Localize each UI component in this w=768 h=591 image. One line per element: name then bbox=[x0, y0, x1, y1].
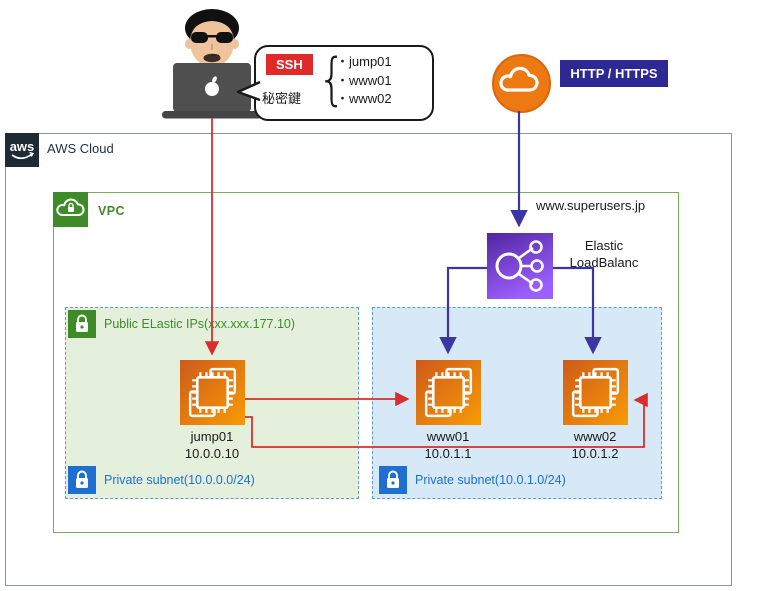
http-https-badge: HTTP / HTTPS bbox=[560, 60, 668, 87]
private-subnet-right-label: Private subnet(10.0.1.0/24) bbox=[415, 473, 566, 487]
key-item: ・jump01 bbox=[336, 54, 392, 69]
ec2-www01-icon bbox=[416, 360, 481, 425]
www02-label: www02 10.0.1.2 bbox=[535, 428, 655, 462]
elastic-load-balancer-icon bbox=[487, 233, 553, 299]
vpc-icon bbox=[53, 192, 88, 227]
ec2-jump01-icon bbox=[180, 360, 245, 425]
user-with-laptop-icon bbox=[160, 6, 265, 119]
aws-cloud-box bbox=[5, 133, 732, 586]
elb-label-line2: LoadBalanc bbox=[569, 255, 639, 270]
brace-glyph: { bbox=[317, 47, 347, 112]
instance-ip: 10.0.0.10 bbox=[184, 446, 240, 461]
aws-cloud-label: AWS Cloud bbox=[47, 141, 114, 156]
elb-label: Elastic LoadBalanc bbox=[552, 237, 656, 271]
public-elastic-ip-label: Public ELastic IPs(xxx.xxx.177.10) bbox=[104, 317, 296, 331]
ec2-www02-icon bbox=[563, 360, 628, 425]
lock-icon bbox=[379, 466, 407, 494]
vpc-box bbox=[53, 192, 679, 533]
instance-ip: 10.0.1.1 bbox=[424, 446, 472, 461]
aws-logo-icon: aws bbox=[5, 133, 39, 167]
private-subnet-left-label: Private subnet(10.0.0.0/24) bbox=[104, 473, 255, 487]
instance-name: www02 bbox=[573, 429, 617, 444]
jump01-label: jump01 10.0.0.10 bbox=[152, 428, 272, 462]
instance-name: jump01 bbox=[190, 429, 234, 444]
speech-bubble-tail bbox=[236, 80, 262, 104]
elb-label-line1: Elastic bbox=[584, 238, 624, 253]
domain-label: www.superusers.jp bbox=[536, 198, 646, 213]
key-list: ・jump01 ・www01 ・www02 bbox=[336, 53, 392, 109]
internet-cloud-icon bbox=[492, 54, 551, 113]
instance-ip: 10.0.1.2 bbox=[571, 446, 619, 461]
secret-key-label: 秘密鍵 bbox=[262, 91, 302, 106]
key-item: ・www02 bbox=[336, 91, 392, 106]
key-item: ・www01 bbox=[336, 72, 392, 88]
lock-icon bbox=[68, 310, 96, 338]
www01-label: www01 10.0.1.1 bbox=[388, 428, 508, 462]
vpc-label: VPC bbox=[98, 204, 125, 218]
aws-logo-text: aws bbox=[10, 139, 35, 154]
lock-icon bbox=[68, 466, 96, 494]
ssh-badge: SSH bbox=[266, 54, 313, 75]
instance-name: www01 bbox=[426, 429, 470, 444]
